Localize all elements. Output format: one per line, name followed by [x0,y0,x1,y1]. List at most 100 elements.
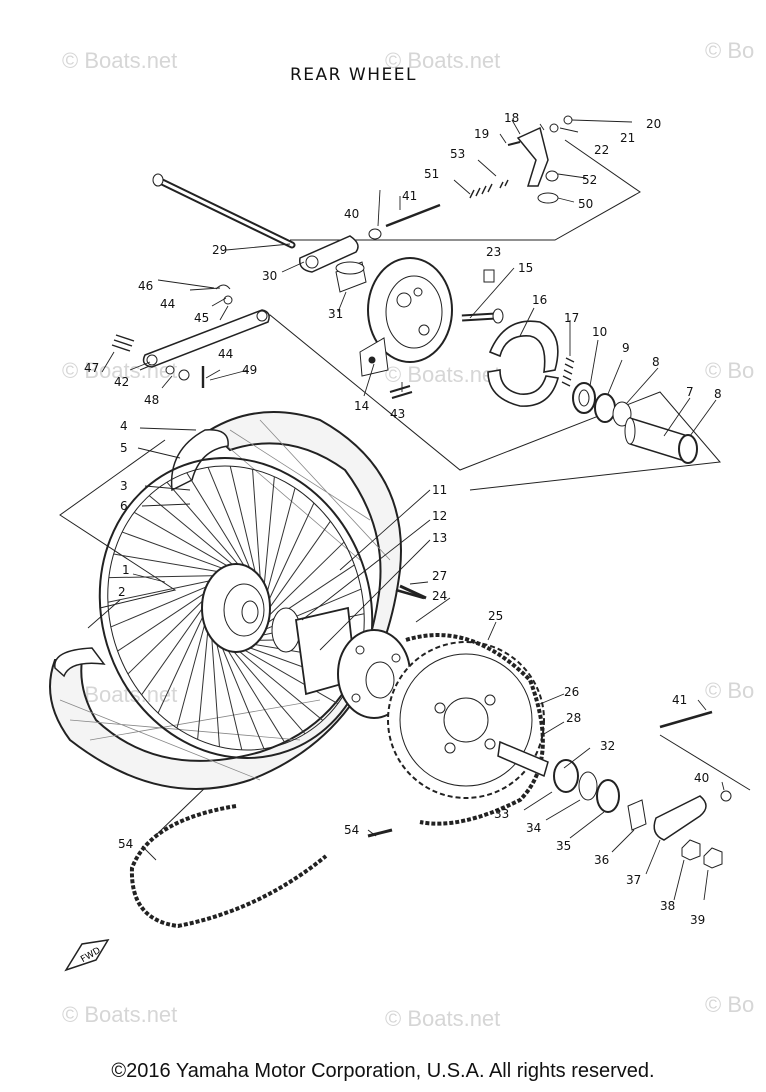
callout-label: 20 [646,117,661,131]
callout-label: 54 [344,823,359,837]
callout-label: 11 [432,483,447,497]
spoke [108,575,224,579]
drive-chain [129,633,545,929]
spoke [252,469,262,593]
callout-label: 23 [486,245,501,259]
tension-bar [111,284,270,388]
spoke [157,605,209,714]
callout-label: 1 [122,563,130,577]
callout-label: 19 [474,127,489,141]
callout-label: 13 [432,531,447,545]
callout-label: 53 [450,147,465,161]
callout-label: 24 [432,589,447,603]
callout-label: 41 [402,189,417,203]
callout-label: 30 [262,269,277,283]
callout-label: 48 [144,393,159,407]
callout-label: 27 [432,569,447,583]
spoke [262,520,331,618]
spokes [107,465,365,751]
brake-shoe-plate [359,257,453,399]
callout-label: 26 [564,685,579,699]
callout-label: 8 [714,387,722,401]
callout-label: 4 [120,419,128,433]
forward-direction-arrow: FWD [64,939,110,972]
callout-label: 45 [194,311,209,325]
watermark: © Bo [705,992,754,1017]
callout-label: 54 [118,837,133,851]
watermark: © Bo [705,358,754,383]
callout-label: 31 [328,307,343,321]
callout-label: 7 [686,385,694,399]
spoke [263,487,296,605]
callout-leader-lines [87,119,725,901]
spoke [210,623,220,747]
spoke [224,640,306,735]
callout-label: 40 [694,771,709,785]
spoke [263,502,315,611]
callout-label: 8 [652,355,660,369]
callout-label: 50 [578,197,593,211]
diagram-title: REAR WHEEL [290,65,417,85]
callout-label: 9 [622,341,630,355]
watermark: © Boats.net [385,48,500,73]
watermark: © Boats.net [62,1002,177,1027]
spoke [219,637,286,744]
callout-label: 15 [518,261,533,275]
callout-label: 16 [532,293,547,307]
callout-label: 29 [212,243,227,257]
spoke [215,633,265,749]
spoke [228,642,324,721]
callout-label: 42 [114,375,129,389]
callout-label: 37 [626,873,641,887]
watermark: © Boats.net [385,1006,500,1031]
chain-puller-upper [299,228,382,273]
copyright-notice: ©2016 Yamaha Motor Corporation, U.S.A. A… [111,1060,655,1082]
spoke [207,467,257,583]
callout-label: 49 [242,363,257,377]
callout-label: 51 [424,167,439,181]
spoke [186,472,253,579]
sprocket-shaft-bearings [395,588,732,869]
callout-label: 46 [138,279,153,293]
callout-label: 36 [594,853,609,867]
spoke [141,598,210,696]
callout-label: 39 [690,913,705,927]
spoke [262,476,275,599]
spoke [261,541,345,624]
spoke [113,553,229,574]
driven-sprocket [387,641,545,799]
watermark: © Boats.net [62,48,177,73]
callout-label: 44 [160,297,175,311]
callout-label: 10 [592,325,607,339]
callout-label: 17 [564,311,579,325]
callout-label: 33 [494,807,509,821]
rear-hub [201,563,301,653]
spoke [117,587,214,652]
watermark: © Bo [705,678,754,703]
inner-tube [54,429,229,678]
spoke [166,481,248,576]
callout-label: 18 [504,111,519,125]
brake-camshaft [461,269,504,324]
callout-label: 25 [488,609,503,623]
callout-label: 34 [526,821,541,835]
spoke [212,628,243,751]
callout-label: 35 [556,839,571,853]
callout-label: 2 [118,585,126,599]
callout-label: 44 [218,347,233,361]
callout-label: 47 [84,361,99,375]
collar [335,261,367,293]
callout-label: 3 [120,479,128,493]
spoke [176,611,209,729]
spoke [197,617,210,740]
callout-label: 22 [594,143,609,157]
callout-label: 41 [672,693,687,707]
callout-label: 28 [566,711,581,725]
rear-wheel-parts-diagram: © Boats.net © Boats.net © Bo © Boats.net… [49,38,754,1031]
callout-label: 38 [660,899,675,913]
watermark: © Bo [705,38,754,63]
rear-hub-bearings [561,357,698,464]
callout-numbers: 1 2 3 4 5 6 7 8 8 9 10 11 12 13 14 15 16… [84,111,722,927]
spoke [121,531,234,573]
brake-shoe-set [487,320,560,407]
